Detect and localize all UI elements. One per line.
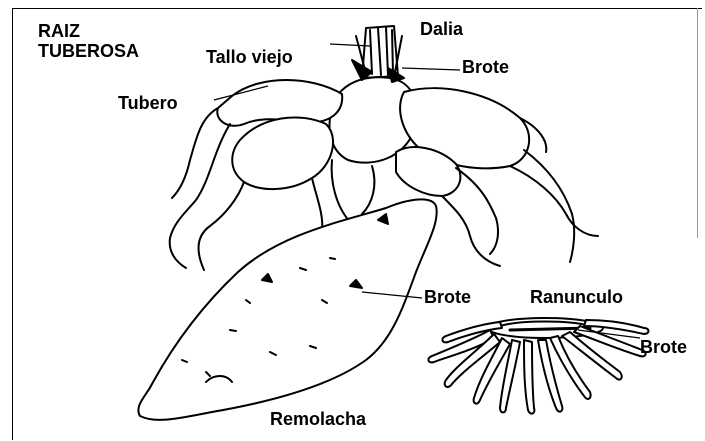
label-remolacha: Remolacha xyxy=(270,410,366,428)
beet-root xyxy=(138,199,436,419)
label-brote-remolacha: Brote xyxy=(424,288,471,306)
title-line-2: TUBEROSA xyxy=(38,42,139,60)
title-line-1: RAIZ xyxy=(38,22,80,40)
label-tallo-viejo: Tallo viejo xyxy=(206,48,293,66)
label-ranunculo: Ranunculo xyxy=(530,288,623,306)
label-tubero: Tubero xyxy=(118,94,178,112)
ranunculus-root xyxy=(428,318,648,414)
leader-brote-dalia xyxy=(402,68,460,70)
label-brote-ranunculo: Brote xyxy=(640,338,687,356)
label-brote-dalia: Brote xyxy=(462,58,509,76)
label-dalia: Dalia xyxy=(420,20,463,38)
